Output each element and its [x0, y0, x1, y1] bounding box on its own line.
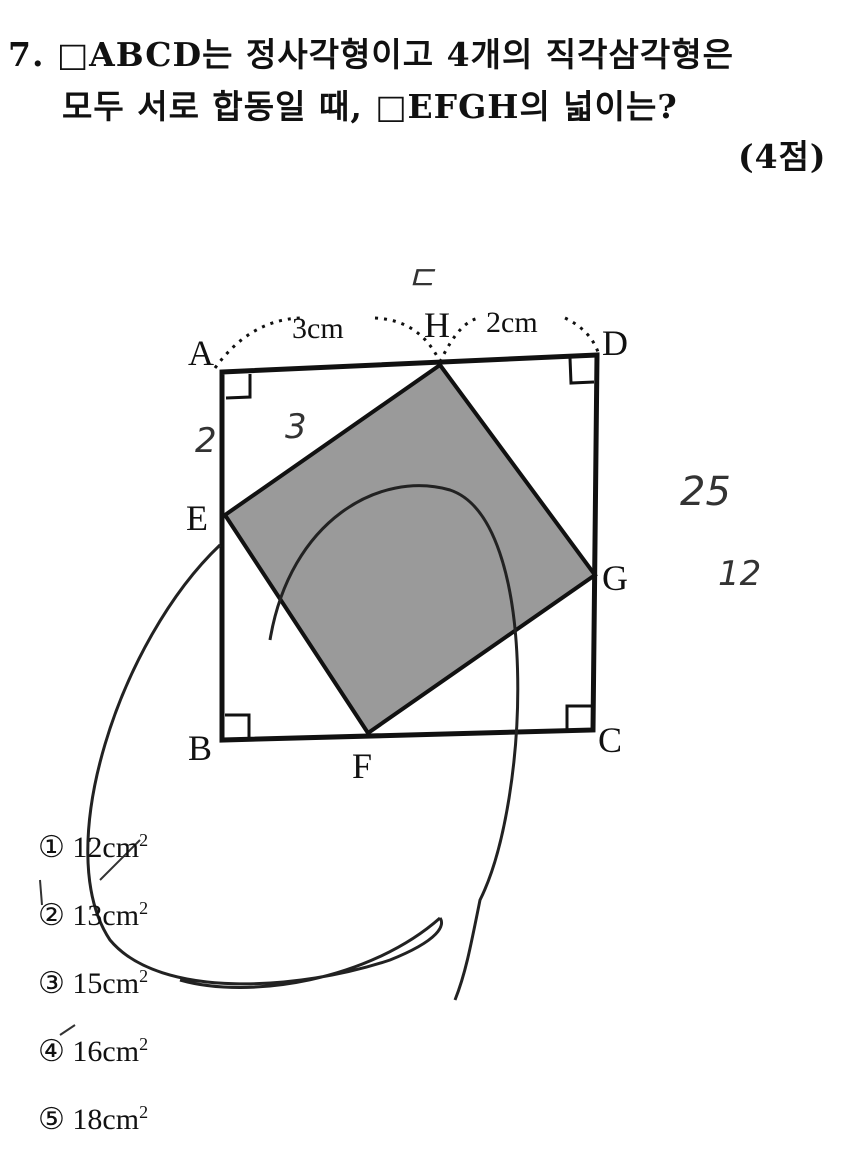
option-4[interactable]: ④ 16cm2: [38, 1034, 149, 1068]
question-line-1: 7. □ABCD는 정사각형이고 4개의 직각삼각형은: [8, 28, 734, 76]
handwritten-25: 25: [680, 469, 731, 515]
question-text-1: □ABCD는 정사각형이고 4개의 직각삼각형은: [56, 35, 734, 74]
label-f: F: [352, 746, 372, 786]
label-g: G: [602, 558, 628, 598]
label-b: B: [188, 728, 212, 768]
label-e: E: [186, 498, 208, 538]
option-3[interactable]: ③ 15cm2: [38, 966, 149, 1000]
length-ah: 3cm: [292, 312, 344, 345]
option-1[interactable]: ① 12cm2: [38, 830, 149, 864]
handwritten-mark-h: ㄷ: [405, 259, 436, 299]
handwritten-ah: 3: [285, 407, 307, 447]
question-points: (4점): [738, 137, 827, 176]
handwritten-ae: 2: [195, 421, 217, 461]
label-h: H: [424, 305, 450, 345]
option-2[interactable]: ② 13cm2: [38, 898, 149, 932]
option-5[interactable]: ⑤ 18cm2: [38, 1102, 149, 1136]
length-hd: 2cm: [486, 306, 538, 339]
label-c: C: [598, 720, 622, 760]
right-angle-marks: [225, 357, 595, 738]
dimension-arcs: [213, 316, 600, 369]
shaded-square-efgh: [222, 362, 598, 736]
question-number: 7.: [8, 35, 45, 74]
label-d: D: [602, 323, 628, 363]
question-text-2: 모두 서로 합동일 때, □EFGH의 넓이는?: [62, 87, 678, 126]
handwritten-slash: [39, 839, 141, 1036]
handwritten-12: 12: [718, 554, 761, 594]
square-abcd: [219, 352, 600, 743]
handwritten-loop: [86, 484, 520, 1001]
label-a: A: [188, 333, 214, 373]
